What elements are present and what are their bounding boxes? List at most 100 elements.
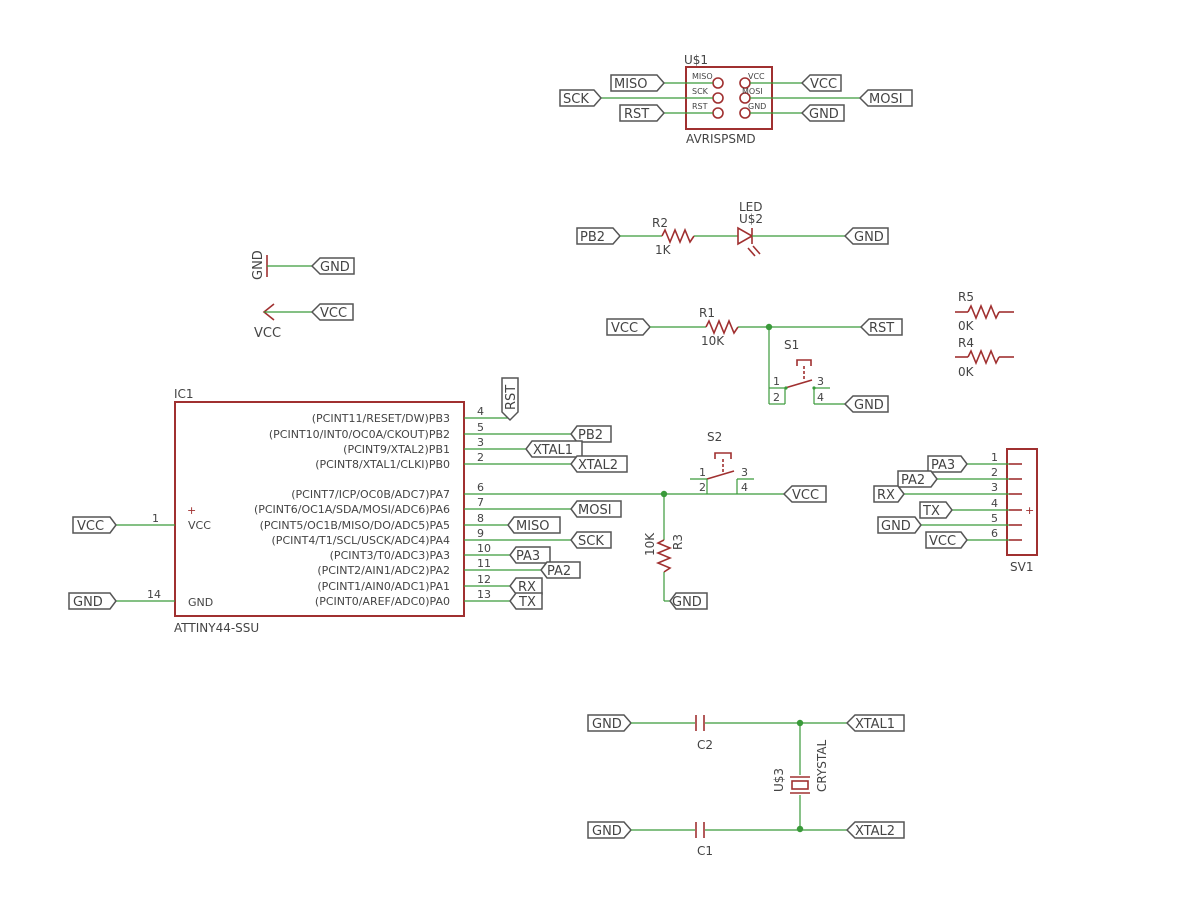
led-value: LED	[739, 200, 763, 214]
gnd-symbol-label: GND	[251, 250, 266, 280]
r4-ref: R4	[958, 336, 974, 350]
isp-ref: U$1	[684, 53, 708, 67]
header-flag-vcc: VCC	[929, 534, 956, 549]
header-pin-3: 3	[991, 481, 998, 494]
reset-flag-vcc: VCC	[611, 321, 638, 336]
header-pin-2: 2	[991, 466, 998, 479]
isp-flag-rst: RST	[624, 107, 649, 122]
ic1-pinnum-pa4: 9	[477, 527, 484, 540]
ic1-pinnum-pa0: 13	[477, 588, 491, 601]
ic1-gnd-pin: GND	[188, 596, 213, 609]
isp-pin-rst: RST	[692, 102, 708, 111]
reset-circuit: VCC R1 10K RST S1 1 2 3 4 GND	[606, 306, 903, 413]
r4-value: 0K	[958, 365, 975, 379]
reset-pin-1: 1	[773, 375, 780, 388]
reset-resistor-ref: R1	[699, 306, 715, 320]
button-circuit: S2 1 2 3 4 VCC 10K R3 GND	[643, 430, 827, 610]
ic1-flag-miso: MISO	[516, 519, 550, 534]
ic1-pinnum-pa6: 7	[477, 496, 484, 509]
ic1-pinnum-pa2: 11	[477, 557, 491, 570]
header-ref: SV1	[1010, 560, 1033, 574]
ic1-pin-pb2: (PCINT10/INT0/OC0A/CKOUT)PB2	[269, 428, 450, 441]
isp-flag-vcc: VCC	[810, 77, 837, 92]
ic1-pin-pa1: (PCINT1/AIN0/ADC1)PA1	[317, 580, 450, 593]
reset-switch-ref: S1	[784, 338, 799, 352]
led-flag-gnd: GND	[854, 230, 884, 245]
isp-pin-sck: SCK	[692, 87, 709, 96]
ic1-vcc-pinnum: 1	[152, 512, 159, 525]
header-sv1: SV1 + 1 2 3 4 5 6 PA3 PA2 RX TX GND VCC	[873, 448, 1038, 574]
button-pin-3: 3	[741, 466, 748, 479]
button-resistor-value: 10K	[643, 532, 657, 556]
vcc-symbol-flag: VCC	[320, 306, 347, 321]
button-switch-ref: S2	[707, 430, 722, 444]
led-resistor-value: 1K	[655, 243, 672, 257]
reset-pin-4: 4	[817, 391, 824, 404]
reset-flag-gnd: GND	[854, 398, 884, 413]
header-pin-4: 4	[991, 497, 998, 510]
ic1-flag-gnd: GND	[73, 595, 103, 610]
ic1-gnd-pinnum: 14	[147, 588, 161, 601]
ic1-value: ATTINY44-SSU	[174, 621, 259, 635]
ic1-pinnum-pb1: 3	[477, 436, 484, 449]
ic1-pin-pa6: (PCINT6/OC1A/SDA/MOSI/ADC6)PA6	[254, 503, 450, 516]
header-pin-6: 6	[991, 527, 998, 540]
button-flag-gnd: GND	[672, 595, 702, 610]
isp-flag-mosi: MOSI	[869, 92, 903, 107]
ic1-pin-pa3: (PCINT3/T0/ADC3)PA3	[330, 549, 450, 562]
ic1-pinnum-pa3: 10	[477, 542, 491, 555]
gnd-symbol-flag: GND	[320, 260, 350, 275]
ic1-attiny44: IC1 ATTINY44-SSU + VCC GND 1 VCC 14 GND …	[68, 377, 784, 635]
r5-value: 0K	[958, 319, 975, 333]
vcc-symbol-label: VCC	[254, 326, 281, 341]
isp-pin-mosi: MOSI	[742, 87, 763, 96]
ic1-pinnum-pb3: 4	[477, 405, 484, 418]
header-flag-pa2: PA2	[901, 473, 925, 488]
isp-flag-sck: SCK	[563, 92, 589, 107]
crystal-flag-xtal2: XTAL2	[855, 824, 895, 839]
ic1-vcc-pin: VCC	[188, 519, 211, 532]
led-flag-pb2: PB2	[580, 230, 605, 245]
crystal-value: CRYSTAL	[815, 739, 829, 792]
ic1-flag-xtal2: XTAL2	[578, 458, 618, 473]
isp-pin-gnd: GND	[748, 102, 766, 111]
ic1-flag-vcc: VCC	[77, 519, 104, 534]
isp-flag-miso: MISO	[614, 77, 648, 92]
isp-flag-gnd: GND	[809, 107, 839, 122]
button-pin-4: 4	[741, 481, 748, 494]
ic1-pinnum-pb2: 5	[477, 421, 484, 434]
reset-pin-3: 3	[817, 375, 824, 388]
crystal-circuit: GND C2 XTAL1 U$3 CRYSTAL GND C1 XTAL2	[587, 714, 905, 858]
isp-value: AVRISPSMD	[686, 132, 756, 146]
crystal-cap-bottom: C1	[697, 844, 713, 858]
ic1-pinnum-pa5: 8	[477, 512, 484, 525]
ic1-flag-pa3: PA3	[516, 549, 540, 564]
button-pin-2: 2	[699, 481, 706, 494]
ic1-flag-mosi: MOSI	[578, 503, 612, 518]
header-pin-1: 1	[991, 451, 998, 464]
crystal-flag-gnd-top: GND	[592, 717, 622, 732]
ic1-pin-pa0: (PCINT0/AREF/ADC0)PA0	[315, 595, 450, 608]
ic1-pinnum-pa7: 6	[477, 481, 484, 494]
ic1-flag-pb2: PB2	[578, 428, 603, 443]
ic1-flag-rx: RX	[518, 580, 536, 595]
ic1-flag-sck: SCK	[578, 534, 604, 549]
ic1-pin-pa7: (PCINT7/ICP/OC0B/ADC7)PA7	[291, 488, 450, 501]
ic1-pin-pa5: (PCINT5/OC1B/MISO/DO/ADC5)PA5	[260, 519, 450, 532]
ic1-pin-pb3: (PCINT11/RESET/DW)PB3	[312, 412, 450, 425]
header-flag-gnd: GND	[881, 519, 911, 534]
extra-resistors: R5 0K R4 0K	[955, 290, 1014, 379]
ic1-pin-pa4: (PCINT4/T1/SCL/USCK/ADC4)PA4	[272, 534, 450, 547]
ic1-flag-rst: RST	[504, 385, 519, 410]
svg-text:+: +	[1025, 504, 1034, 517]
header-flag-rx: RX	[877, 488, 895, 503]
led-circuit: PB2 R2 1K LED U$2 GND	[576, 200, 889, 257]
r5-ref: R5	[958, 290, 974, 304]
crystal-flag-xtal1: XTAL1	[855, 717, 895, 732]
reset-resistor-value: 10K	[701, 334, 725, 348]
svg-text:+: +	[187, 504, 196, 517]
ic1-flag-xtal1: XTAL1	[533, 443, 573, 458]
power-symbols: GND GND VCC VCC	[251, 250, 355, 341]
header-flag-tx: TX	[922, 504, 940, 519]
